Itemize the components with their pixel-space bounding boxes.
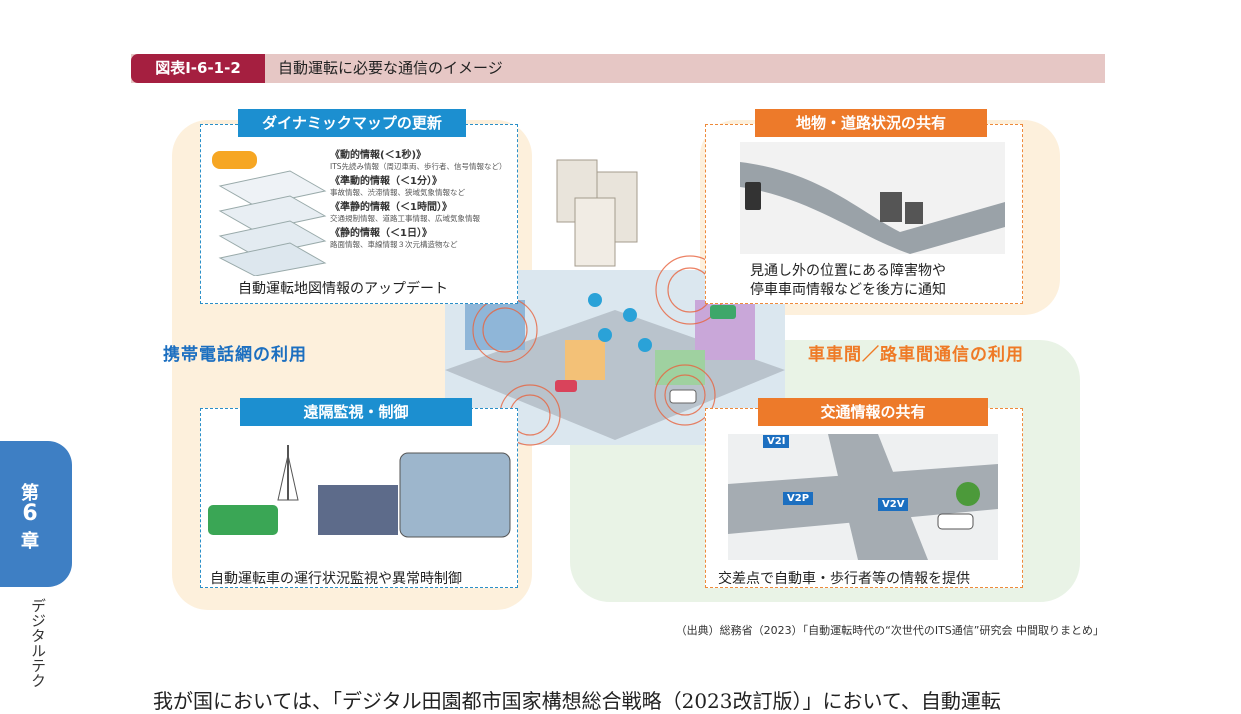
road-share-caption-2: 停車車両情報などを後方に通知 bbox=[750, 282, 946, 298]
chapter-title-vertical: デジタルテク bbox=[29, 598, 47, 688]
wifi-icon bbox=[588, 293, 652, 352]
figure-number-tag: 図表Ⅰ-6-1-2 bbox=[131, 54, 265, 83]
intersection-illustration bbox=[728, 434, 998, 560]
remote-control-title: 遠隔監視・制御 bbox=[240, 398, 472, 426]
road-share-caption-1: 見通し外の位置にある障害物や bbox=[750, 263, 946, 279]
road-share-title: 地物・道路状況の共有 bbox=[755, 109, 987, 137]
mobile-network-label: 携帯電話網の利用 bbox=[163, 345, 307, 365]
v2x-label: 車車間／路車間通信の利用 bbox=[808, 345, 1024, 365]
traffic-info-title: 交通情報の共有 bbox=[758, 398, 988, 426]
control-room-image bbox=[399, 452, 511, 538]
v2p-tag: V2P bbox=[783, 492, 814, 505]
building-icon bbox=[318, 485, 398, 535]
traffic-info-caption: 交差点で自動車・歩行者等の情報を提供 bbox=[718, 571, 970, 587]
server-icon bbox=[556, 159, 638, 267]
remote-control-caption: 自動運転車の運行状況監視や異常時制御 bbox=[210, 571, 462, 587]
remote-control-illustration bbox=[208, 445, 511, 538]
v2i-tag: V2I bbox=[763, 435, 790, 448]
dynamic-map-caption: 自動運転地図情報のアップデート bbox=[238, 281, 448, 297]
bus-icon bbox=[208, 505, 278, 535]
body-paragraph: 我が国においては、「デジタル田園都市国家構想総合戦略（2023改訂版）」において… bbox=[153, 689, 1001, 713]
dynamic-map-layer-list: 《動的情報(＜1秒)》 ITS先読み情報（周辺車両、歩行者、信号情報など） 《準… bbox=[330, 150, 507, 249]
caption-bar bbox=[131, 54, 1105, 83]
phone-icon bbox=[745, 182, 761, 210]
figure-title: 自動運転に必要な通信のイメージ bbox=[278, 59, 503, 77]
communication-diagram: ダイナミックマップの更新 《動的情報(＜1秒)》 ITS先読み情報（周辺車両、歩… bbox=[160, 100, 1080, 615]
figure-source: （出典）総務省（2023）「自動運転時代の“次世代のITS通信”研究会 中間取り… bbox=[675, 624, 1104, 637]
road-share-illustration bbox=[740, 142, 1005, 254]
car-icon bbox=[212, 151, 257, 169]
map-layers-illustration bbox=[212, 151, 327, 276]
v2v-tag: V2V bbox=[878, 498, 909, 511]
dynamic-map-title: ダイナミックマップの更新 bbox=[238, 109, 466, 137]
chapter-tab[interactable]: 第 6 章 bbox=[0, 441, 72, 587]
antenna-icon bbox=[277, 445, 299, 501]
